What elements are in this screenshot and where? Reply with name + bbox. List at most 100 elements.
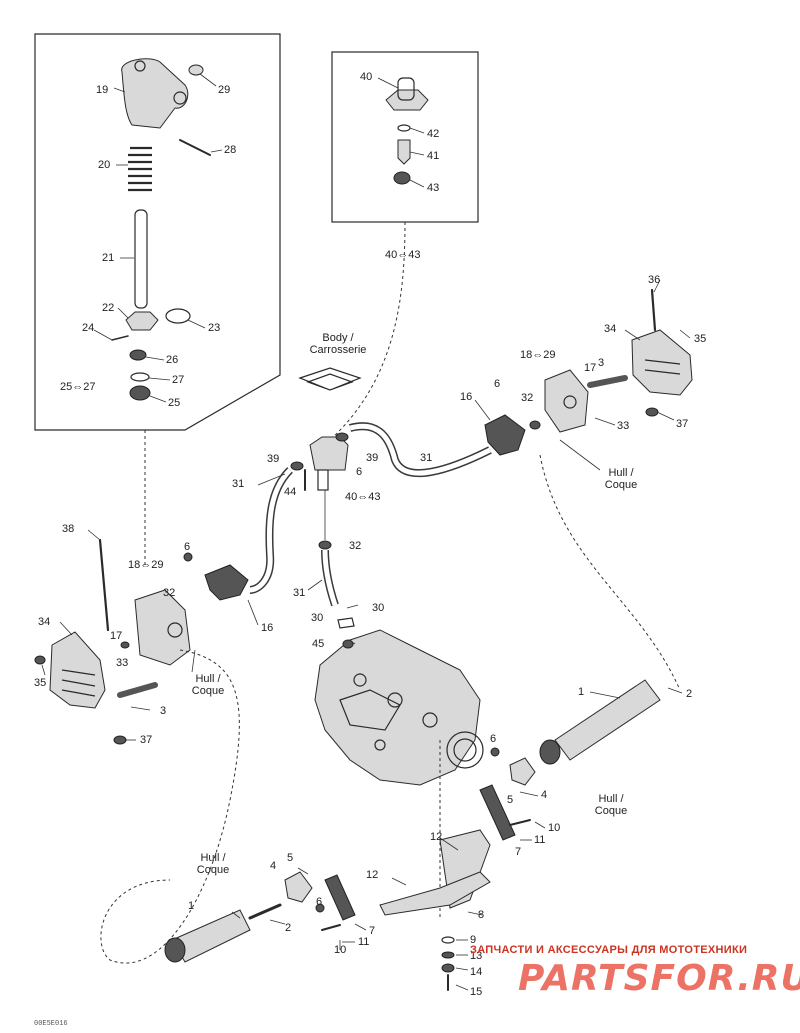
callout-40: 40 <box>360 71 373 83</box>
part-6-nut-a <box>183 552 193 562</box>
callout-11-left: 11 <box>358 936 370 948</box>
callout-40-43-top: 40⇔43 <box>385 249 421 261</box>
hose-31-right <box>348 422 492 478</box>
callout-7-left: 7 <box>369 925 376 937</box>
hose-31-right-inner <box>349 423 492 476</box>
callout-14: 14 <box>470 966 483 978</box>
callout-39-right: 39 <box>366 452 379 464</box>
callout-11-right: 11 <box>534 834 546 846</box>
callout-16-right: 16 <box>460 391 473 403</box>
detail-inset-left <box>34 33 281 431</box>
note-hull-rl-line1: Hull / <box>598 793 624 805</box>
callout-6-center: 6 <box>356 466 363 478</box>
callout-15: 15 <box>470 986 483 998</box>
part-36-bolt-right <box>650 288 657 332</box>
part-25-bearing <box>129 385 151 401</box>
callout-18-29-right: 18⇔29 <box>520 349 556 361</box>
part-27-washer <box>130 372 150 382</box>
callout-1-right: 1 <box>578 686 585 698</box>
callout-44: 44 <box>284 486 297 498</box>
callout-8: 8 <box>478 909 485 921</box>
callout-28: 28 <box>224 144 237 156</box>
callout-12-upper: 12 <box>430 831 443 843</box>
note-hull-l-line2: Coque <box>191 685 225 697</box>
part-17-screw-left <box>120 641 130 649</box>
part-21-shaft <box>134 209 148 309</box>
callout-20: 20 <box>98 159 111 171</box>
callout-2-right: 2 <box>686 688 693 700</box>
part-30-clip <box>337 617 355 629</box>
fitting-block <box>309 436 349 471</box>
callout-6-left: 6 <box>184 541 191 553</box>
note-hull-rl-line2: Coque <box>594 805 628 817</box>
part-35-nut-left <box>34 655 46 665</box>
callout-33-right: 33 <box>617 420 630 432</box>
callout-6-bottom: 6 <box>316 896 323 908</box>
callout-17-left: 17 <box>110 630 123 642</box>
part-28-screw <box>179 139 211 156</box>
callout-41: 41 <box>427 150 440 162</box>
callout-38: 38 <box>62 523 75 535</box>
callout-30-right: 30 <box>372 602 385 614</box>
hose-31-left-inner <box>249 468 292 593</box>
note-hull-bottom: Hull / Coque <box>188 852 238 876</box>
callout-4-left: 4 <box>270 860 277 872</box>
part-1-housing-right <box>554 679 661 761</box>
part-16-lever-left <box>204 564 249 601</box>
callout-31-left: 31 <box>232 478 245 490</box>
callout-31-right: 31 <box>420 452 433 464</box>
callout-32-left: 32 <box>163 587 176 599</box>
part-9-washer <box>441 936 455 944</box>
cable-run <box>100 649 240 964</box>
note-hull-right-upper: Hull / Coque <box>596 467 646 491</box>
note-hull-b-line2: Coque <box>196 864 230 876</box>
note-hull-ru-line2: Coque <box>604 479 638 491</box>
part-37-nut-right <box>645 407 659 417</box>
callout-33-left: 33 <box>116 657 129 669</box>
callout-34-right: 34 <box>604 323 617 335</box>
part-22-base <box>125 311 159 331</box>
part-39-clamp-b <box>335 432 349 442</box>
part-26-nut <box>129 349 147 361</box>
callout-4-right: 4 <box>541 789 548 801</box>
callout-25: 25 <box>168 397 181 409</box>
callout-32-center: 32 <box>349 540 362 552</box>
part-16-lever-right <box>484 414 526 456</box>
part-8-lever <box>379 871 491 916</box>
callout-26: 26 <box>166 354 179 366</box>
part-13-washer <box>441 951 455 959</box>
part-18-bracket-left <box>134 589 191 666</box>
callout-35-right: 35 <box>694 333 707 345</box>
part-32-clamp-c <box>318 540 332 550</box>
part-41-nozzle <box>397 139 411 165</box>
reference-code: 00E5E016 <box>34 1020 68 1028</box>
part-40-tube <box>397 77 415 101</box>
part-4-block-left <box>284 871 313 903</box>
body-plate <box>298 367 362 391</box>
pump-outlet <box>446 731 484 769</box>
callout-45: 45 <box>312 638 325 650</box>
part-3-shaft-right <box>587 375 628 388</box>
callout-23: 23 <box>208 322 221 334</box>
watermark-brand: PARTSFOR.RU <box>518 958 800 999</box>
part-7-link-left <box>324 874 356 921</box>
callout-3-left: 3 <box>160 705 167 717</box>
note-hull-left: Hull / Coque <box>183 673 233 697</box>
part-4-block-right <box>509 757 536 786</box>
callout-6-top: 6 <box>494 378 501 390</box>
callout-22: 22 <box>102 302 115 314</box>
callout-39-left: 39 <box>267 453 280 465</box>
callout-27: 27 <box>172 374 185 386</box>
part-37-nut-left <box>113 735 127 745</box>
part-3-shaft-left <box>117 682 158 698</box>
part-7-link-right <box>479 784 516 841</box>
callout-17-right: 17 <box>584 362 597 374</box>
note-body-line2: Carrosserie <box>309 344 367 356</box>
part-39-clamp-a <box>290 461 304 471</box>
part-10-bolt-right <box>509 819 531 826</box>
callout-35-left: 35 <box>34 677 47 689</box>
callout-21: 21 <box>102 252 115 264</box>
callout-30-left: 30 <box>311 612 324 624</box>
part-23-oring <box>165 308 191 324</box>
callout-2-left: 2 <box>285 922 292 934</box>
